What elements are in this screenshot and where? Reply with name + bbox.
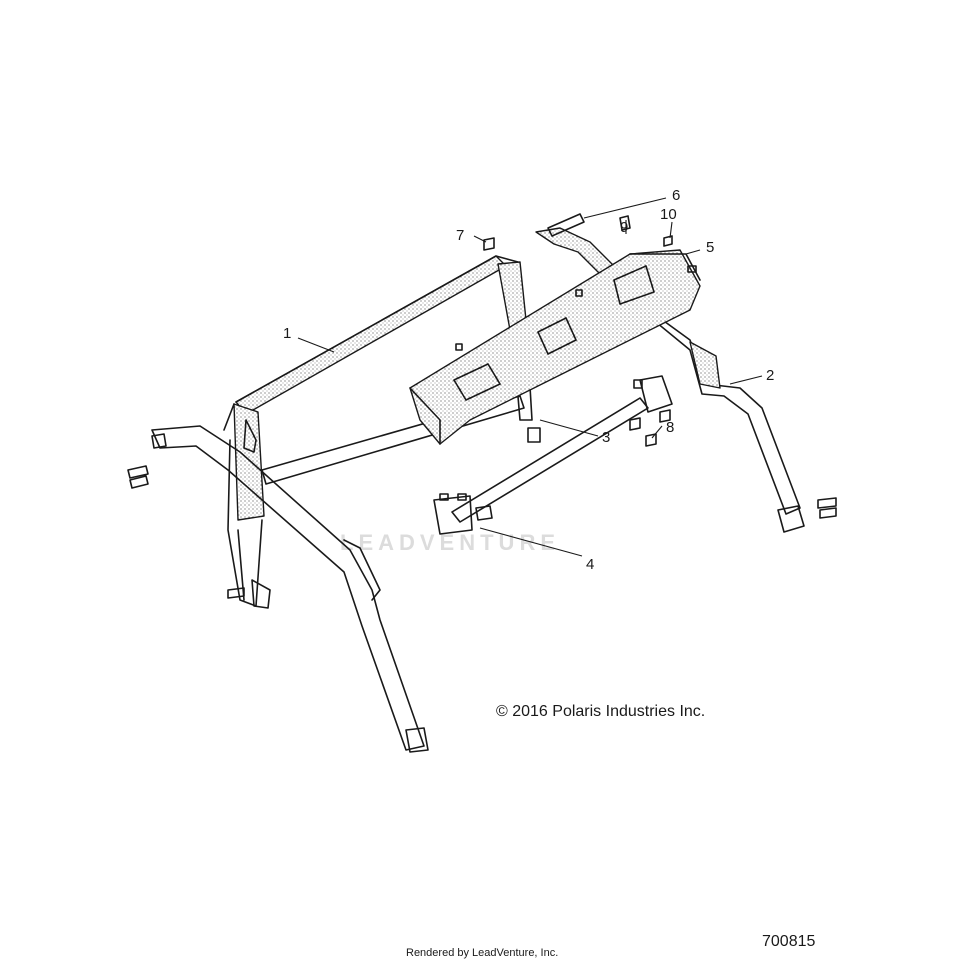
part-2-right-side-tube [535, 227, 837, 533]
leader-lines [297, 197, 763, 557]
part-4-mount-bracket [433, 493, 493, 535]
part-3-lower-crossbar [451, 375, 673, 523]
part-1-rear-roll-frame [223, 255, 541, 609]
callout-2: 2 [766, 367, 774, 384]
callout-8: 8 [666, 419, 674, 436]
callout-9: 9 [620, 219, 628, 236]
rendered-by-footer: Rendered by LeadVenture, Inc. [406, 947, 559, 959]
callout-6: 6 [672, 187, 680, 204]
callout-7: 7 [456, 227, 464, 244]
leadventure-watermark: LEADVENTURE [340, 530, 561, 555]
callout-4: 4 [586, 556, 594, 573]
fasteners [455, 213, 697, 447]
callout-3: 3 [602, 429, 610, 446]
left-front-tube [127, 425, 429, 753]
callout-1: 1 [283, 325, 291, 342]
callout-5: 5 [706, 239, 714, 256]
callout-10: 10 [660, 206, 677, 223]
callouts: 1 2 3 4 5 6 7 8 9 10 [283, 187, 774, 573]
diagram-id: 700815 [762, 933, 816, 950]
copyright-notice: © 2016 Polaris Industries Inc. [496, 703, 706, 720]
